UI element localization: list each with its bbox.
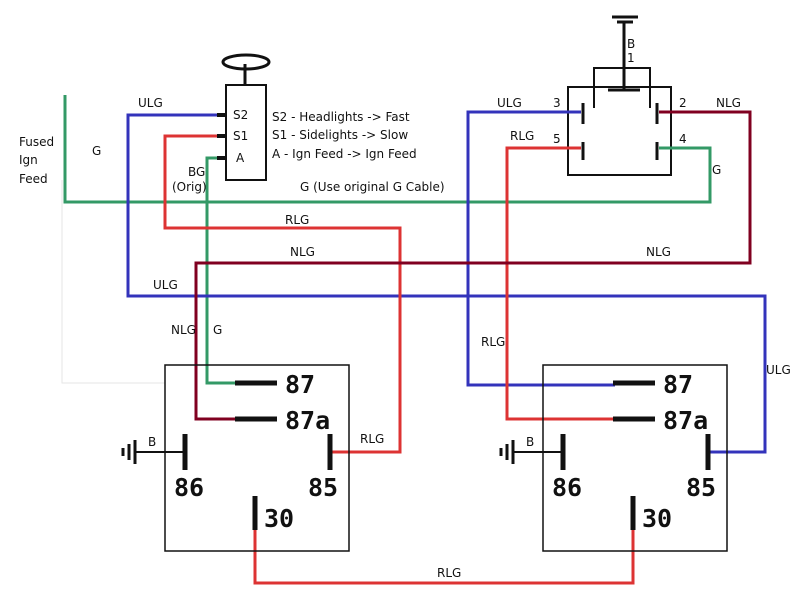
switch-box [225,84,267,181]
relay-1-term-85: 85 [308,473,338,502]
label-nlg-mid-right: NLG [646,245,671,259]
wire-blue-s2 [126,113,767,454]
label-g-feed: G [92,144,101,158]
label-rlg-bottom: RLG [437,566,461,580]
wire-blue-stalk3 [466,110,615,387]
label-feed: Feed [19,172,48,186]
label-rlg-vertical: RLG [481,335,505,349]
label-ulg-mid: ULG [153,278,178,292]
wire-red-30-link [253,527,635,585]
relay-1-box [164,364,350,552]
stalk-box [567,86,672,176]
label-ign: Ign [19,153,38,167]
label-b-relay1: B [148,435,156,449]
wire-red-s1 [163,134,402,454]
stalk-pin-2: 2 [679,96,687,110]
relay-2-term-87: 87 [663,370,693,399]
stalk-pin-3: 3 [553,96,561,110]
label-fused: Fused [19,135,54,149]
relay-2-term-87a: 87a [663,406,708,435]
label-ulg-right: ULG [766,363,791,377]
label-nlg-mid-left: NLG [290,245,315,259]
label-orig: (Orig) [172,180,207,194]
switch-knob [221,53,271,71]
label-rlg-relay1: RLG [360,432,384,446]
relay-1-term-87a: 87a [285,406,330,435]
label-b-relay2: B [526,435,534,449]
wire-green-a-to-relay1 [205,156,237,385]
label-g-original: G (Use original G Cable) [300,180,445,194]
label-rlg-stalk: RLG [510,129,534,143]
wire-darkred-nlg [194,110,752,421]
relay-2-term-85: 85 [686,473,716,502]
switch-pin-label-a: A [236,151,245,165]
relay-2-term-86: 86 [552,473,582,502]
switch-pin-label-s1: S1 [233,129,248,143]
label-rlg-upper: RLG [285,213,309,227]
relay-2-term-30: 30 [642,504,672,533]
wire-red-stalk5 [505,146,615,421]
label-ulg-stalk: ULG [497,96,522,110]
label-nlg-vertical: NLG [171,323,196,337]
stalk-pin-4: 4 [679,132,687,146]
switch-legend-a: A - Ign Feed -> Ign Feed [272,147,417,161]
label-nlg-stalk: NLG [716,96,741,110]
stalk-feed-label-1: 1 [627,51,635,65]
switch-legend-s2: S2 - Headlights -> Fast [272,110,410,124]
wire-green-fused-feed [63,95,712,204]
relay-2-box [542,364,728,552]
label-g-stalk: G [712,163,721,177]
relay-1-term-87: 87 [285,370,315,399]
stalk-arms [593,67,651,108]
faint-line [61,180,165,384]
switch-legend-s1: S1 - Sidelights -> Slow [272,128,408,142]
label-g-vertical: G [213,323,222,337]
switch-pin-label-s2: S2 [233,108,248,122]
relay-1-term-30: 30 [264,504,294,533]
stalk-pin-5: 5 [553,132,561,146]
relay-1-term-86: 86 [174,473,204,502]
stalk-feed-label-b: B [627,37,635,51]
label-ulg-s2: ULG [138,96,163,110]
label-bg: BG [188,165,205,179]
